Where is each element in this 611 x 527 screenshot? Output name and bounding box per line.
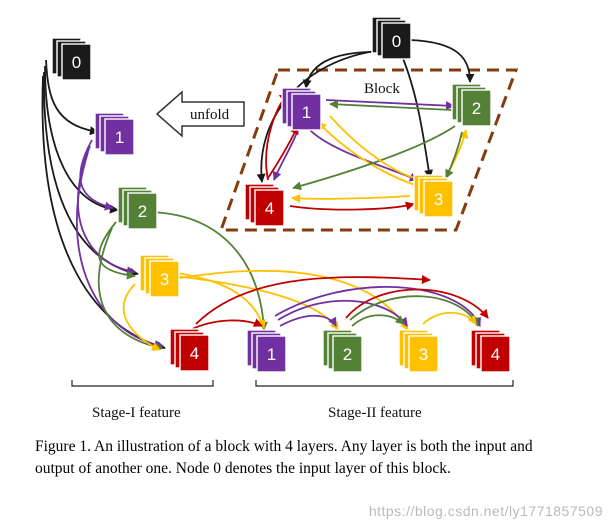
edge-block-2-to-1 [329,99,453,111]
edge-s1-to-s4 [274,286,481,327]
node-4-stage1: 4 [169,328,210,372]
node-2-block-label: 2 [472,99,481,118]
node-0-unfolded: 0 [51,37,92,81]
stage2-label: Stage-II feature [328,405,422,421]
edge-block-2-to-3 [445,131,463,179]
node-3-block-label: 3 [434,190,443,209]
edge-s4-to-loop-b [345,288,489,319]
edge-s3-to-s4 [422,311,477,325]
block-unfold-diagram: Block unfold 0 1 2 3 4 1 2 3 4 0 1 2 3 4 Stage-I feat… [41,16,519,421]
edge-0-to-3-unfolded [43,71,139,277]
edge-3-to-4-unfolded [122,283,161,351]
block-boundary [218,68,519,232]
caption-text: An illustration of a block with 4 layers… [35,438,533,477]
node-3-unfolded: 3 [139,254,180,298]
edge-0-to-2-unfolded [44,65,119,214]
node-0-unfolded-label: 0 [72,53,81,72]
node-3-unfolded-label: 3 [160,270,169,289]
edge-block-0-to-2 [409,39,475,83]
node-2-stage2-label: 2 [343,345,352,364]
stage1-label: Stage-I feature [92,405,181,421]
edge-block-3-to-1 [317,121,419,187]
node-0-block: 0 [371,16,412,60]
node-3-block: 3 [413,174,454,218]
stage2-bracket [255,380,514,387]
edge-4-to-stage2-1 [189,318,263,331]
watermark: https://blog.csdn.net/ly1771857509 [368,503,603,519]
node-4-stage2: 4 [470,329,511,373]
node-2-stage2: 2 [322,329,363,373]
node-3-stage2-label: 3 [419,345,428,364]
edge-3-to-stage2-3 [179,269,409,331]
stage1-bracket [71,380,214,387]
node-1-block-label: 1 [302,103,311,122]
edge-1-to-4-unfolded [75,151,164,350]
node-1-unfolded-label: 1 [115,128,124,147]
edge-1-to-2-unfolded [79,139,114,211]
edge-1-to-3-unfolded [77,145,136,276]
node-2-unfolded: 2 [117,186,158,230]
node-4-block-label: 4 [265,199,274,218]
edge-3-to-stage2-1 [169,271,266,329]
unfold-label: unfold [190,107,230,123]
node-4-stage2-label: 4 [491,345,500,364]
edge-block-0-to-3 [401,55,434,179]
edge-0-to-1-unfolded [45,59,99,136]
node-1-stage2: 1 [246,329,287,373]
edge-block-4-to-1 [267,125,299,179]
edge-2-to-4-unfolded [97,227,163,351]
block-label: Block [364,81,400,97]
edge-block-4-to-3 [289,201,415,211]
node-3-stage2: 3 [398,329,439,373]
node-1-unfolded: 1 [94,112,135,156]
figure-caption: Figure 1. An illustration of a block wit… [35,436,535,480]
caption-prefix: Figure 1. [35,438,91,455]
edge-block-3-to-4 [291,194,411,204]
edge-block-1-to-4 [272,129,299,181]
unfold-arrow [155,90,245,138]
node-2-unfolded-label: 2 [138,202,147,221]
edge-block-2-to-4 [292,125,456,191]
nodes-layer: 0 1 2 3 4 1 2 3 4 0 1 2 3 4 [51,16,511,373]
node-2-block: 2 [451,83,492,127]
edge-s2-to-s3 [351,314,405,327]
node-1-stage2-label: 1 [267,345,276,364]
edge-2-to-stage2-1 [144,211,269,331]
node-4-stage1-label: 4 [190,344,199,363]
node-1-block: 1 [281,87,322,131]
edge-s1-to-s2 [279,314,337,327]
edge-block-1-to-2 [325,99,455,111]
node-4-block: 4 [244,183,285,227]
edge-s4-to-loop-a [195,275,431,325]
node-0-block-label: 0 [392,32,401,51]
edges-layer [41,39,489,351]
